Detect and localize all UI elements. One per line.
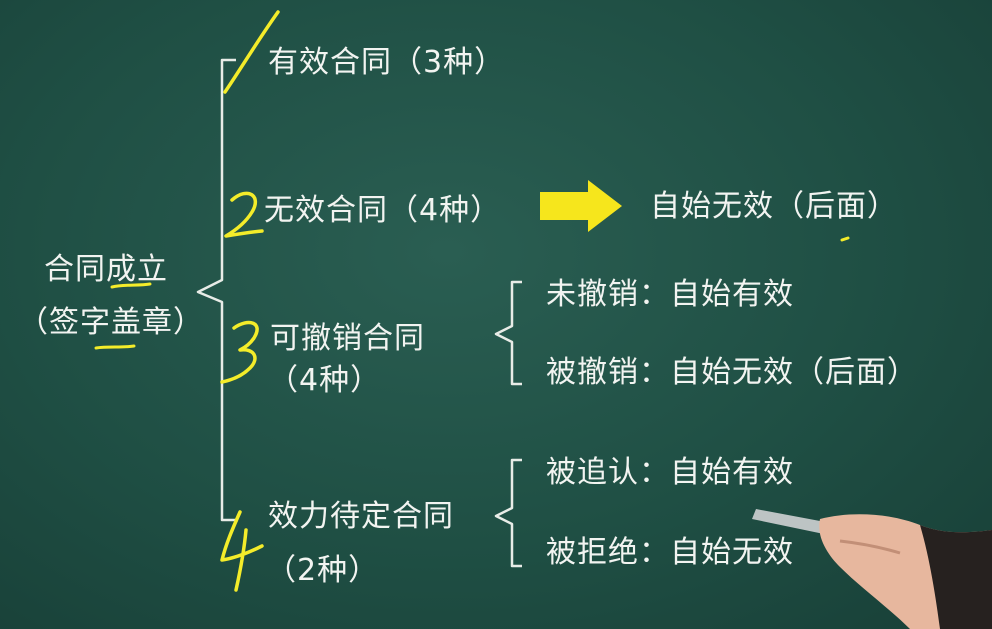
branch-valid-contract: 有效合同（3种）	[268, 45, 506, 80]
main-bracket	[196, 58, 238, 522]
arrow-icon	[540, 180, 622, 232]
handwritten-1-icon	[223, 10, 280, 94]
branch-revocable-count: （4种）	[268, 363, 382, 398]
handwritten-4-icon	[220, 510, 264, 592]
branch-void-contract: 无效合同（4种）	[264, 193, 502, 228]
void-result: 自始无效（后面）	[650, 189, 898, 224]
underline-chengli	[110, 282, 152, 289]
handwritten-2-icon	[224, 191, 264, 238]
underline-gai	[94, 344, 136, 350]
root-line-2: （签字盖章）	[18, 305, 204, 340]
sub-bracket-pending	[494, 458, 522, 568]
sub-bracket-revocable	[494, 280, 522, 386]
branch-revocable-contract: 可撤销合同	[270, 321, 425, 356]
pending-sub-1: 被追认：自始有效	[546, 455, 794, 490]
small-dash	[840, 236, 850, 242]
presenter-hand	[752, 509, 992, 629]
revocable-sub-1: 未撤销：自始有效	[546, 277, 794, 312]
handwritten-3-icon	[220, 320, 259, 384]
revocable-sub-2: 被撤销：自始无效（后面）	[546, 355, 918, 390]
pending-sub-2: 被拒绝：自始无效	[546, 535, 794, 570]
root-line-1: 合同成立	[44, 252, 168, 287]
branch-pending-count: （2种）	[266, 553, 380, 588]
branch-pending-contract: 效力待定合同	[268, 499, 454, 534]
